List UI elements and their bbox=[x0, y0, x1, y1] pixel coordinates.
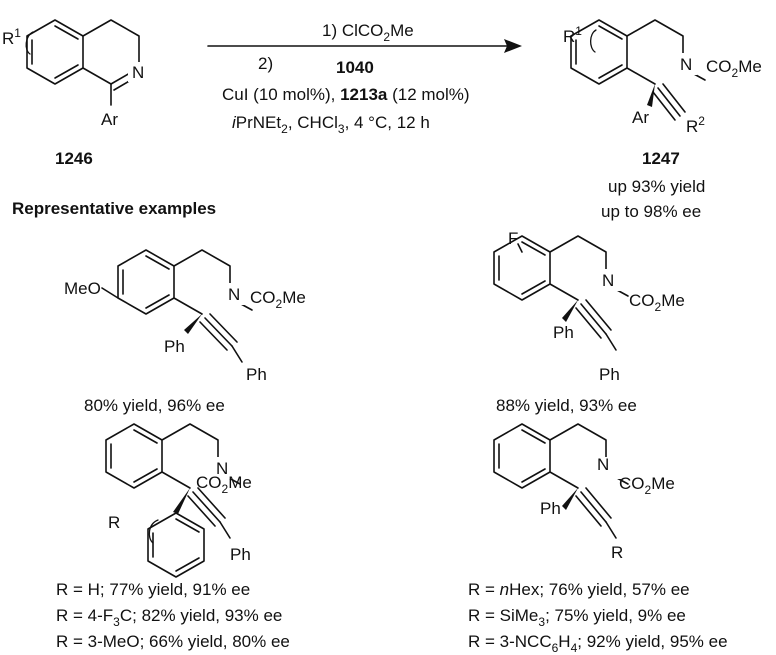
group-Ph: Ph bbox=[599, 365, 620, 384]
atom-N: N bbox=[216, 459, 228, 478]
substituent-R: R bbox=[108, 513, 120, 532]
compound-label-1246: 1246 bbox=[55, 149, 93, 168]
ee-summary: up to 98% ee bbox=[601, 202, 701, 221]
example-2-structure: N CO2Me F Ph Ph bbox=[493, 229, 685, 384]
reactant-1246: N Ar R1 bbox=[2, 19, 148, 129]
yield-summary: up 93% yield bbox=[608, 177, 705, 196]
example-4-result-line: R = 3-NCC6H4; 92% yield, 95% ee bbox=[468, 632, 728, 655]
substituent-R2: R2 bbox=[686, 114, 705, 136]
example-4-result-line: R = SiMe3; 75% yield, 9% ee bbox=[468, 606, 686, 629]
example-2-result: 88% yield, 93% ee bbox=[496, 396, 637, 415]
atom-Ar: Ar bbox=[101, 110, 118, 129]
condition-step2-reagent: 1040 bbox=[336, 58, 374, 77]
group-Ph: Ph bbox=[164, 337, 185, 356]
example-1-structure: N CO2Me MeO Ph Ph bbox=[64, 249, 306, 384]
reaction-arrow bbox=[207, 39, 522, 53]
example-3-result-line: R = H; 77% yield, 91% ee bbox=[56, 580, 250, 599]
group-CO2Me: CO2Me bbox=[250, 288, 306, 311]
atom-N: N bbox=[602, 271, 614, 290]
example-4-result-line: R = nHex; 76% yield, 57% ee bbox=[468, 580, 690, 599]
condition-step1: 1) ClCO2Me bbox=[322, 21, 414, 44]
substituent-R: R bbox=[611, 543, 623, 562]
examples-heading: Representative examples bbox=[12, 199, 216, 218]
atom-Ar: Ar bbox=[632, 108, 649, 127]
group-CO2Me: CO2Me bbox=[619, 474, 675, 497]
example-3-results: R = H; 77% yield, 91% ee R = 4-F3C; 82% … bbox=[56, 580, 290, 651]
product-1247: N CO2Me Ar R1 R2 bbox=[563, 19, 762, 136]
group-Ph: Ph bbox=[230, 545, 251, 564]
atom-N: N bbox=[597, 455, 609, 474]
atom-F: F bbox=[508, 229, 518, 248]
group-CO2Me: CO2Me bbox=[196, 473, 252, 496]
substituent-R1: R1 bbox=[2, 26, 21, 48]
atom-N: N bbox=[680, 55, 692, 74]
group-Ph: Ph bbox=[540, 499, 561, 518]
example-3-structure: N CO2Me R Ph bbox=[105, 423, 252, 578]
compound-label-1247: 1247 bbox=[642, 149, 680, 168]
group-MeO: MeO bbox=[64, 279, 101, 298]
example-4-structure: N CO2Me Ph R bbox=[493, 423, 675, 562]
group-Ph: Ph bbox=[553, 323, 574, 342]
group-Ph: Ph bbox=[246, 365, 267, 384]
example-3-result-line: R = 3-MeO; 66% yield, 80% ee bbox=[56, 632, 290, 651]
condition-base-solvent: iPrNEt2, CHCl3, 4 °C, 12 h bbox=[232, 113, 430, 136]
group-CO2Me: CO2Me bbox=[629, 291, 685, 314]
group-CO2Me: CO2Me bbox=[706, 57, 762, 80]
atom-N: N bbox=[132, 63, 144, 82]
condition-step2-number: 2) bbox=[258, 54, 273, 73]
example-3-result-line: R = 4-F3C; 82% yield, 93% ee bbox=[56, 606, 282, 629]
example-4-results: R = nHex; 76% yield, 57% ee R = SiMe3; 7… bbox=[468, 580, 728, 655]
example-1-result: 80% yield, 96% ee bbox=[84, 396, 225, 415]
substituent-R1: R1 bbox=[563, 24, 582, 46]
atom-N: N bbox=[228, 285, 240, 304]
condition-catalyst: CuI (10 mol%), 1213a (12 mol%) bbox=[222, 85, 470, 104]
